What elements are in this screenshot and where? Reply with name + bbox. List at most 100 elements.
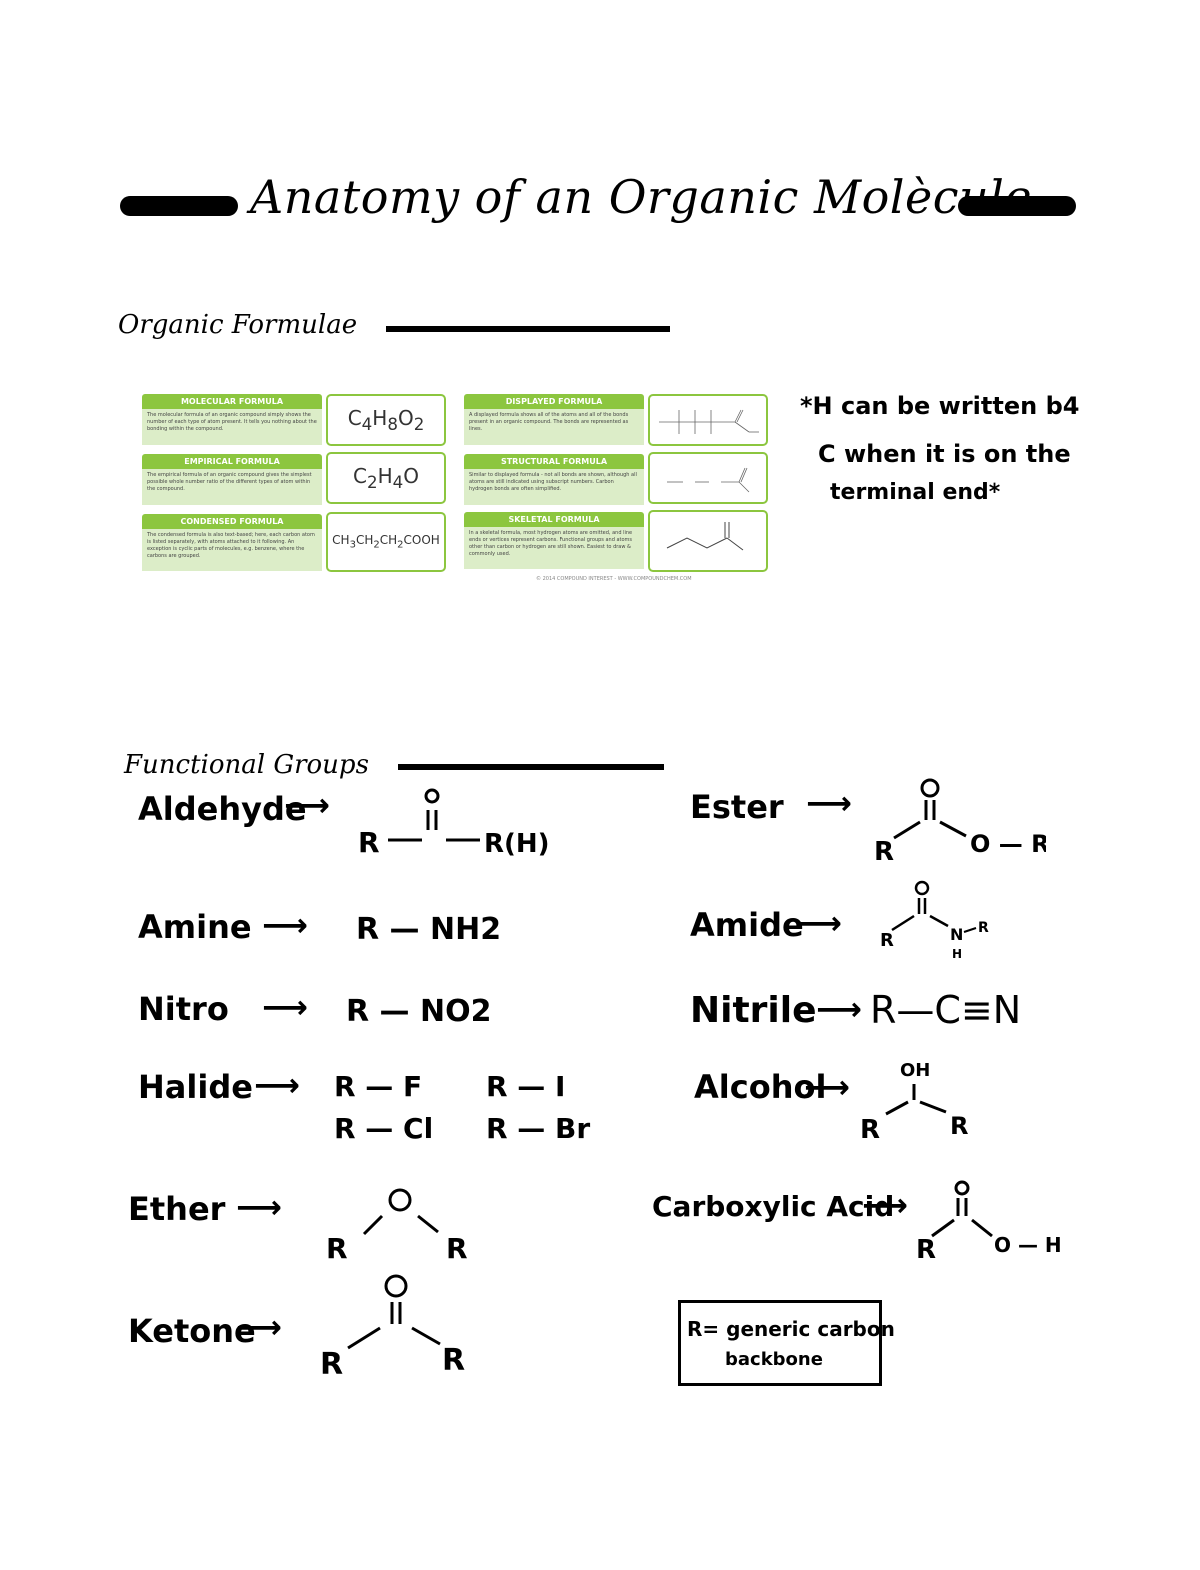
alcohol-label: Alcohol: [694, 1068, 827, 1106]
carboxylic-acid-label: Carboxylic Acid: [652, 1190, 895, 1223]
empirical-formula-box: C2H4O: [326, 452, 446, 504]
ester-r: R: [874, 837, 894, 867]
amine-label: Amine: [138, 908, 252, 946]
halide-br: R — Br: [486, 1112, 591, 1145]
note-line-3: terminal end*: [830, 480, 1001, 505]
displayed-desc: A displayed formula shows all of the ato…: [464, 409, 644, 445]
nitrile-label: Nitrile: [690, 990, 817, 1031]
carboxylic-acid-structure: R O — H: [916, 1180, 1062, 1265]
amide-n: N: [950, 925, 963, 944]
structural-desc: Similar to displayed formula - not all b…: [464, 469, 644, 505]
organic-formulae-rule: [386, 326, 670, 332]
ester-or: O — R: [970, 830, 1046, 858]
ketone-o: [384, 1274, 408, 1298]
ester-arrow: ⟶: [806, 784, 852, 822]
structural-panel: STRUCTURAL FORMULA Similar to displayed …: [464, 454, 644, 505]
molecular-desc: The molecular formula of an organic comp…: [142, 409, 322, 445]
aldehyde-r2: R(H): [484, 829, 550, 859]
ketone-r2: R: [442, 1343, 465, 1378]
nitro-arrow: ⟶: [262, 988, 308, 1026]
alcohol-oh: OH: [900, 1060, 930, 1081]
condensed-header: CONDENSED FORMULA: [142, 514, 322, 529]
halide-label: Halide: [138, 1068, 253, 1106]
aldehyde-r1: R: [358, 826, 380, 859]
aldehyde-label: Aldehyde: [138, 790, 307, 828]
page-title: Anatomy of an Organic Molècule: [0, 170, 1200, 240]
displayed-header: DISPLAYED FORMULA: [464, 394, 644, 409]
alcohol-r2: R: [950, 1112, 968, 1140]
structural-header: STRUCTURAL FORMULA: [464, 454, 644, 469]
halide-cl: R — Cl: [334, 1112, 434, 1145]
alcohol-arrow: ⟶: [804, 1068, 850, 1106]
condensed-formula-box: CH3CH2CH2COOH: [326, 512, 446, 572]
alcohol-structure: OH R R: [860, 1060, 968, 1145]
r-note-line-1: R= generic carbon: [687, 1317, 895, 1341]
ether-r2: R: [446, 1232, 468, 1265]
carboxylic-acid-o: [954, 1180, 970, 1196]
amine-formula: R — NH2: [356, 912, 502, 947]
skeletal-formula-box: [648, 510, 768, 572]
molecular-formula-box: C4H8O2: [326, 394, 446, 446]
molecular-panel: MOLECULAR FORMULA The molecular formula …: [142, 394, 322, 445]
displayed-panel: DISPLAYED FORMULA A displayed formula sh…: [464, 394, 644, 445]
amide-o: [914, 880, 930, 896]
skeletal-header: SKELETAL FORMULA: [464, 512, 644, 527]
displayed-formula-box: [648, 394, 768, 446]
amide-r: R: [880, 930, 894, 951]
ketone-label: Ketone: [128, 1312, 256, 1350]
ester-o: [920, 778, 940, 798]
displayed-structure: [659, 409, 759, 434]
empirical-panel: EMPIRICAL FORMULA The empirical formula …: [142, 454, 322, 505]
ether-arrow: ⟶: [236, 1188, 282, 1226]
structural-structure: [667, 467, 750, 493]
ketone-structure: R R: [320, 1274, 465, 1382]
organic-formulae-heading: Organic Formulae: [118, 310, 358, 340]
ester-label: Ester: [690, 788, 784, 826]
carboxylic-acid-arrow: ⟶: [862, 1186, 908, 1224]
ester-structure: R O — R: [874, 778, 1046, 867]
halide-arrow: ⟶: [254, 1066, 300, 1104]
condensed-panel: CONDENSED FORMULA The condensed formula …: [142, 514, 322, 571]
amide-h: H: [952, 947, 962, 961]
ether-r1: R: [326, 1232, 348, 1265]
amide-label: Amide: [690, 906, 804, 944]
nitrile-arrow: ⟶: [816, 990, 862, 1028]
ether-structure: R R: [326, 1188, 468, 1265]
halide-i: R — I: [486, 1070, 566, 1103]
nitrile-formula: R—C≡N: [870, 988, 1022, 1032]
structural-formula-box: [648, 452, 768, 504]
aldehyde-arrow: ⟶: [284, 786, 330, 824]
aldehyde-structure: R R(H): [358, 788, 550, 859]
skeletal-panel: SKELETAL FORMULA In a skeletal formula, …: [464, 512, 644, 569]
alcohol-r1: R: [860, 1115, 880, 1145]
carboxylic-acid-oh: O — H: [994, 1233, 1062, 1257]
molecular-header: MOLECULAR FORMULA: [142, 394, 322, 409]
note-line-1: *H can be written b4: [800, 392, 1080, 420]
nitro-formula: R — NO2: [346, 994, 492, 1029]
amide-nr: R: [978, 920, 989, 936]
empirical-desc: The empirical formula of an organic comp…: [142, 469, 322, 505]
amide-structure: R N R H: [880, 880, 989, 961]
ether-label: Ether: [128, 1190, 226, 1228]
amide-arrow: ⟶: [796, 904, 842, 942]
carboxylic-acid-r: R: [916, 1235, 936, 1265]
title-bar-left: [120, 196, 238, 216]
empirical-header: EMPIRICAL FORMULA: [142, 454, 322, 469]
halide-f: R — F: [334, 1070, 423, 1103]
r-note-box: R= generic carbon backbone: [678, 1300, 895, 1386]
functional-groups-heading: Functional Groups: [124, 750, 369, 780]
skeletal-desc: In a skeletal formula, most hydrogen ato…: [464, 527, 644, 569]
nitro-label: Nitro: [138, 990, 229, 1028]
ketone-arrow: ⟶: [236, 1308, 282, 1346]
functional-groups-rule: [398, 764, 664, 770]
ether-o: [388, 1188, 412, 1212]
formula-infographic: MOLECULAR FORMULA The molecular formula …: [140, 390, 772, 590]
title-text: Anatomy of an Organic Molècule: [250, 170, 1033, 224]
title-bar-right: [958, 196, 1076, 216]
ketone-r1: R: [320, 1347, 343, 1382]
amine-arrow: ⟶: [262, 906, 308, 944]
condensed-desc: The condensed formula is also text-based…: [142, 529, 322, 571]
r-note-line-2: backbone: [725, 1349, 823, 1370]
infographic-credit: © 2014 COMPOUND INTEREST - WWW.COMPOUNDC…: [536, 576, 692, 582]
note-line-2: C when it is on the: [818, 440, 1071, 468]
